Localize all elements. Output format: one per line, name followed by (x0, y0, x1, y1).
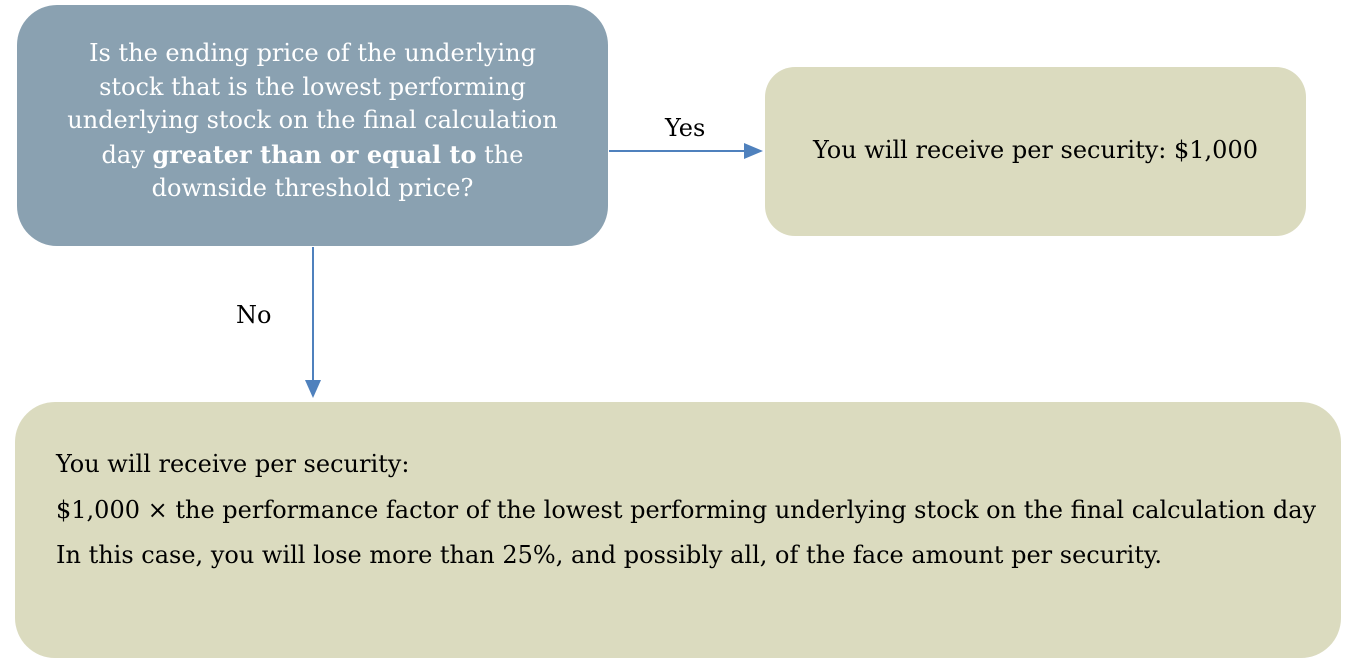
yes-arrow (609, 143, 763, 159)
yes-edge-label: Yes (665, 114, 706, 142)
question-text-part-1: Is the ending price of the underlying st… (67, 39, 558, 169)
yes-outcome-node: You will receive per security: $1,000 (765, 67, 1306, 236)
yes-outcome-text: You will receive per security: $1,000 (812, 135, 1258, 164)
question-node: Is the ending price of the underlying st… (17, 5, 608, 246)
no-outcome-line-3: In this case, you will lose more than 25… (56, 541, 1162, 569)
question-text-bold: greater than or equal to (152, 139, 477, 169)
no-arrow (305, 247, 321, 398)
no-outcome-line-1: You will receive per security: (56, 450, 410, 478)
no-edge-label: No (236, 301, 272, 329)
no-outcome-node: You will receive per security: $1,000 × … (15, 402, 1341, 658)
question-text: Is the ending price of the underlying st… (57, 37, 568, 206)
question-text-part-2: the downside threshold price? (151, 140, 524, 203)
no-outcome-line-2: $1,000 × the performance factor of the l… (56, 495, 1317, 524)
